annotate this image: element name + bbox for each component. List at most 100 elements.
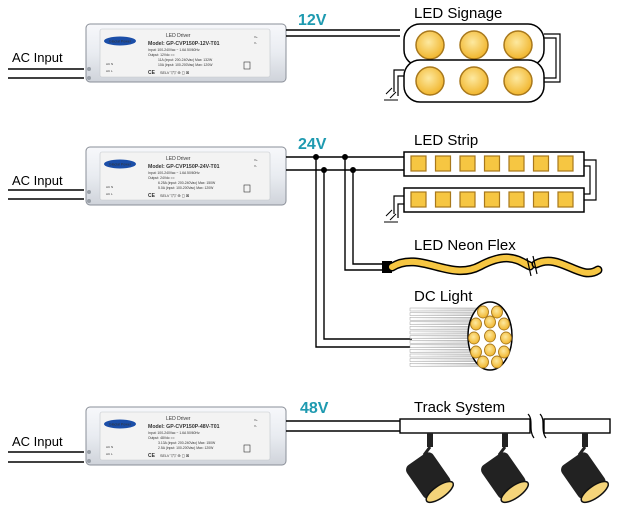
load-label: LED Neon Flex — [414, 237, 516, 254]
terminal-label: AC L — [106, 192, 113, 196]
glacial-power-logo-icon — [104, 419, 136, 429]
led-bulb — [498, 345, 510, 359]
terminal-label: V+ — [254, 35, 258, 39]
driver-label-panel — [99, 151, 271, 201]
led-neon-flex — [382, 253, 603, 278]
terminal-label: AC L — [106, 452, 113, 456]
led-bulb — [491, 355, 503, 369]
load-label: LED Strip — [414, 132, 478, 149]
led-chip — [483, 155, 501, 172]
led-driver: Glacial Power LED Driver Model: GP-CVP15… — [85, 146, 287, 206]
ce-mark-icon: CE — [148, 70, 156, 76]
track-spotlight-icon — [406, 433, 455, 504]
screw-hole — [87, 199, 91, 203]
tail-wire — [393, 69, 404, 96]
glacial-power-logo-icon — [104, 159, 136, 169]
led-driver: Glacial Power LED Driver Model: GP-CVP15… — [85, 406, 287, 466]
led-bulb — [477, 305, 489, 319]
recycle-bin-icon — [243, 61, 251, 70]
led-bulb — [477, 355, 489, 369]
track-spotlight-icon — [481, 433, 530, 504]
driver-title: LED Driver — [166, 416, 191, 422]
ground-symbol-icon — [384, 209, 398, 223]
certification-marks: SELV ▽▽ ⊕ ◻ ⊠ — [160, 454, 189, 458]
terminal-label: V- — [254, 41, 257, 45]
terminal-label: AC L — [106, 69, 113, 73]
driver-spec: 11A (input: 200-240Vac) Max: 132W — [158, 58, 213, 62]
led-signage-module — [403, 59, 545, 103]
recycle-bin-icon — [243, 444, 251, 453]
led-bulb — [484, 315, 496, 329]
driver-brand: Glacial Power — [109, 40, 132, 44]
track-spotlights — [406, 433, 610, 504]
led-bulb — [415, 66, 445, 96]
led-bulb — [503, 66, 533, 96]
led-bulb — [491, 305, 503, 319]
screw-hole — [87, 450, 91, 454]
track-rail — [399, 413, 611, 439]
break-mark — [526, 255, 538, 277]
led-bulb — [498, 317, 510, 331]
driver-spec: Input: 100-240Vac ~ 1.6A 50/60Hz — [148, 171, 200, 175]
led-chip-row — [410, 155, 574, 172]
terminal-label: AC N — [106, 185, 113, 189]
led-signage-module — [403, 23, 545, 67]
tail-wire — [393, 195, 404, 218]
terminal-label: V- — [254, 424, 257, 428]
led-chip — [557, 191, 574, 208]
led-bulb — [484, 329, 496, 343]
driver-spec: 5.0A (input: 100-200Vac) Max: 120W — [158, 186, 214, 190]
driver-label-panel — [99, 28, 271, 78]
certification-marks: SELV ▽▽ ⊕ ◻ ⊠ — [160, 194, 189, 198]
led-cluster — [468, 305, 512, 369]
led-bulb — [415, 30, 445, 60]
certification-marks: SELV ▽▽ ⊕ ◻ ⊠ — [160, 71, 189, 75]
screw-hole — [87, 76, 91, 80]
led-chip — [532, 155, 550, 172]
jumper-wire — [584, 159, 597, 201]
ground-symbol-icon — [384, 87, 398, 101]
dc-wire — [323, 170, 412, 340]
led-bulb — [484, 343, 496, 357]
output-voltage-label: 24V — [298, 136, 327, 153]
led-chip — [483, 191, 501, 208]
screw-hole — [87, 459, 91, 463]
section-12v: AC Input Glacial Power LED Driver Model:… — [8, 5, 561, 103]
led-chip — [557, 155, 574, 172]
dc-wire — [315, 157, 412, 348]
led-bulb — [468, 331, 480, 345]
driver-title: LED Driver — [166, 156, 191, 162]
driver-model: Model: GP-CVP150P-48V-T01 — [148, 424, 220, 430]
led-chip — [532, 191, 550, 208]
driver-title: LED Driver — [166, 33, 191, 39]
driver-model: Model: GP-CVP150P-12V-T01 — [148, 41, 220, 47]
driver-spec: 3.13A (input: 200-240Vac) Max: 150W — [158, 441, 216, 445]
led-chip — [434, 191, 452, 208]
led-bulb — [500, 331, 512, 345]
ce-mark-icon: CE — [148, 193, 156, 199]
output-voltage-label: 12V — [298, 12, 327, 29]
load-label: LED Signage — [414, 5, 502, 22]
driver-spec: 2.5A (input: 100-200Vac) Max: 120W — [158, 446, 214, 450]
ce-mark-icon: CE — [148, 453, 156, 459]
led-chip — [508, 191, 525, 208]
driver-spec: Input: 100-240Vac ~ 1.6A 50/60Hz — [148, 48, 200, 52]
led-strip — [403, 151, 585, 177]
ac-input-label: AC Input — [12, 434, 63, 449]
load-label: Track System — [414, 399, 505, 416]
led-bulb — [470, 317, 482, 331]
led-chip — [410, 155, 427, 172]
screw-hole — [87, 67, 91, 71]
dc-wire — [344, 157, 388, 271]
break-mark — [527, 413, 547, 439]
heatsink-fin — [409, 363, 485, 367]
jumper-wire — [544, 33, 561, 83]
screw-hole — [87, 190, 91, 194]
led-chip — [459, 155, 476, 172]
load-label: DC Light — [414, 288, 473, 305]
driver-spec: Output: 24Vdc == — [148, 176, 175, 180]
driver-spec: Output: 12Vdc == — [148, 53, 175, 57]
recycle-bin-icon — [243, 184, 251, 193]
led-bulb — [459, 66, 489, 96]
